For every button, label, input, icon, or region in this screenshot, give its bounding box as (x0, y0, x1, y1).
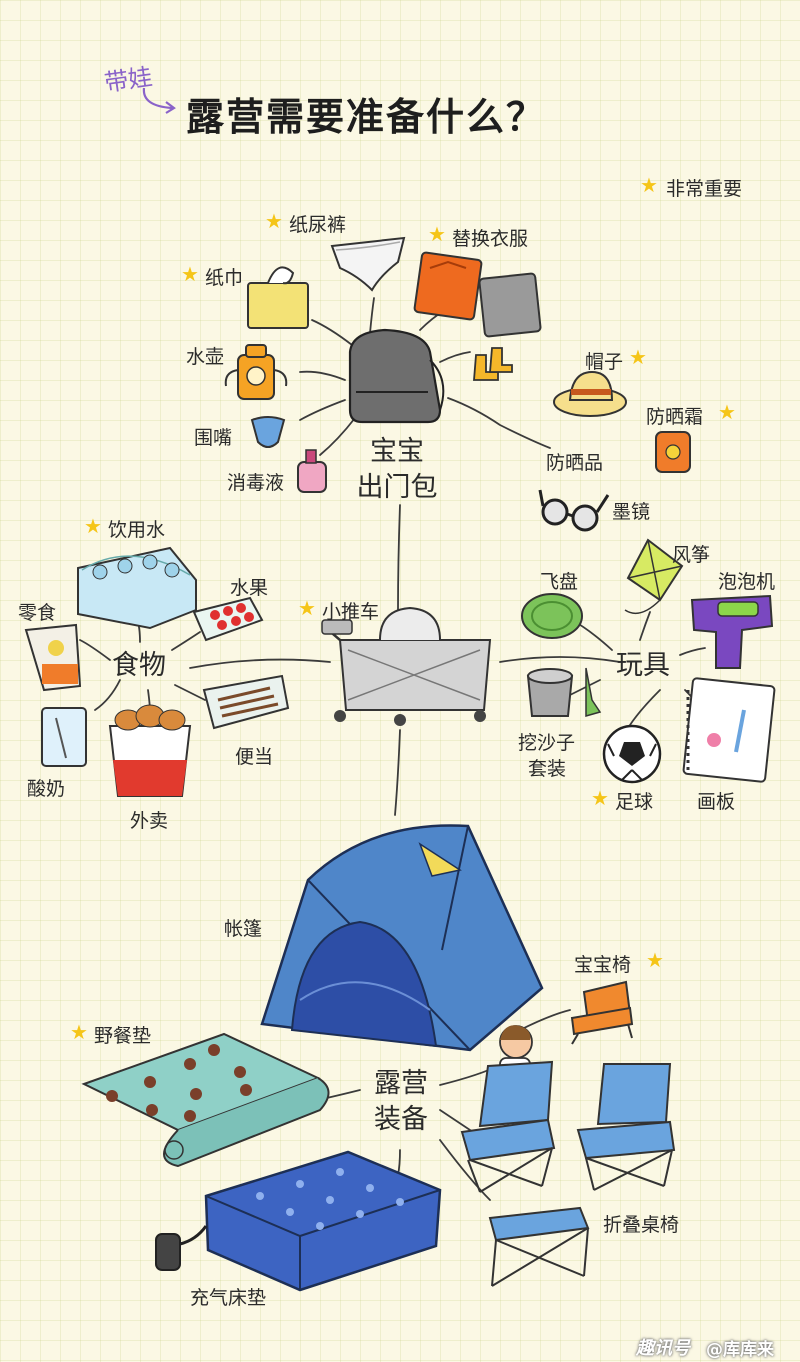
watermark-site: 趣讯号 (636, 1338, 690, 1359)
label-kite: 风筝 (672, 544, 711, 566)
legend-star-icon: ★ (640, 173, 658, 197)
label-takeout: 外卖 (130, 810, 169, 832)
label-kettle: 水壶 (186, 346, 225, 368)
football-star-icon: ★ (591, 786, 609, 810)
snack-bag (24, 623, 82, 692)
hub-camp-gear-line1: 露营 (374, 1068, 428, 1099)
label-fruit: 水果 (230, 577, 269, 599)
sand-bucket (526, 667, 602, 717)
label-bento: 便当 (235, 746, 274, 768)
hub-baby-bag: 宝宝 出门包 (342, 434, 452, 506)
label-yogurt: 酸奶 (27, 778, 66, 800)
label-water: 饮用水 (108, 519, 166, 541)
fruit-box (192, 596, 264, 642)
sun-hat (553, 370, 627, 417)
legend-text: 非常重要 (666, 178, 743, 200)
watermark-author: @库库来 (706, 1340, 774, 1360)
baby-chair (570, 980, 634, 1045)
water-bottles-crate (77, 546, 197, 630)
yogurt-box (41, 707, 87, 767)
label-sanitizer: 消毒液 (227, 472, 285, 494)
hub-baby-bag-line2: 出门包 (356, 472, 438, 503)
label-sand-toys-line2: 套装 (528, 758, 567, 780)
hub-camp-gear: 露营 装备 (356, 1066, 446, 1138)
water-kettle (224, 344, 288, 400)
label-sunglasses: 墨镜 (612, 501, 651, 523)
kite (624, 538, 684, 615)
sunglasses (538, 489, 610, 532)
label-bib: 围嘴 (194, 427, 233, 449)
label-baby-chair: 宝宝椅 (574, 954, 632, 976)
diaper (330, 236, 406, 292)
label-drawing-board: 画板 (697, 791, 736, 813)
folding-table (488, 1206, 590, 1287)
takeout-bucket (108, 704, 192, 797)
hub-toys: 玩具 (616, 650, 670, 681)
label-tissue: 纸巾 (205, 267, 244, 289)
bubble-gun (690, 594, 774, 669)
tent (260, 824, 544, 1052)
label-sun-protection: 防晒品 (546, 452, 604, 474)
tissue-box (247, 266, 309, 329)
label-folding-set: 折叠桌椅 (603, 1214, 680, 1236)
drawing-board (682, 677, 776, 783)
tag-arrow-icon (142, 87, 176, 114)
hub-camp-gear-line2: 装备 (374, 1104, 428, 1135)
water-star-icon: ★ (84, 514, 102, 538)
label-picnic-mat: 野餐垫 (94, 1025, 152, 1047)
frisbee (521, 593, 583, 639)
bento-box (202, 674, 290, 730)
picnic-mat (81, 1032, 330, 1168)
stroller (321, 606, 492, 726)
hub-food: 食物 (112, 650, 166, 681)
label-sand-toys-line1: 挖沙子 (518, 732, 576, 754)
folding-chairs (460, 1060, 676, 1193)
clothes-star-icon: ★ (428, 222, 446, 246)
label-tent: 帐篷 (224, 918, 263, 940)
label-football: 足球 (615, 791, 654, 813)
label-hat: 帽子 (585, 351, 624, 373)
label-bubble-machine: 泡泡机 (718, 571, 776, 593)
picnic-mat-star-icon: ★ (70, 1020, 88, 1044)
sunscreen-star-icon: ★ (718, 400, 736, 424)
sunscreen-bottle (655, 431, 691, 473)
sanitizer-bottle (297, 449, 327, 493)
baby-chair-star-icon: ★ (646, 948, 664, 972)
clothes-stack (413, 251, 542, 338)
tissue-star-icon: ★ (181, 262, 199, 286)
label-frisbee: 飞盘 (540, 571, 579, 593)
label-snacks: 零食 (18, 602, 57, 624)
label-air-mattress: 充气床垫 (190, 1287, 267, 1309)
stroller-star-icon: ★ (298, 596, 316, 620)
label-clothes: 替换衣服 (452, 228, 529, 250)
diapers-star-icon: ★ (265, 209, 283, 233)
soccer-ball (602, 724, 662, 784)
bib (250, 416, 286, 448)
page-title: 露营需要准备什么？ (186, 95, 547, 139)
label-stroller: 小推车 (322, 601, 380, 623)
label-diapers: 纸尿裤 (289, 214, 347, 236)
backpack (348, 328, 445, 424)
socks (473, 347, 513, 381)
air-mattress (155, 1150, 442, 1292)
hub-baby-bag-line1: 宝宝 (370, 436, 424, 467)
label-sunscreen: 防晒霜 (646, 406, 704, 428)
hat-star-icon: ★ (629, 345, 647, 369)
